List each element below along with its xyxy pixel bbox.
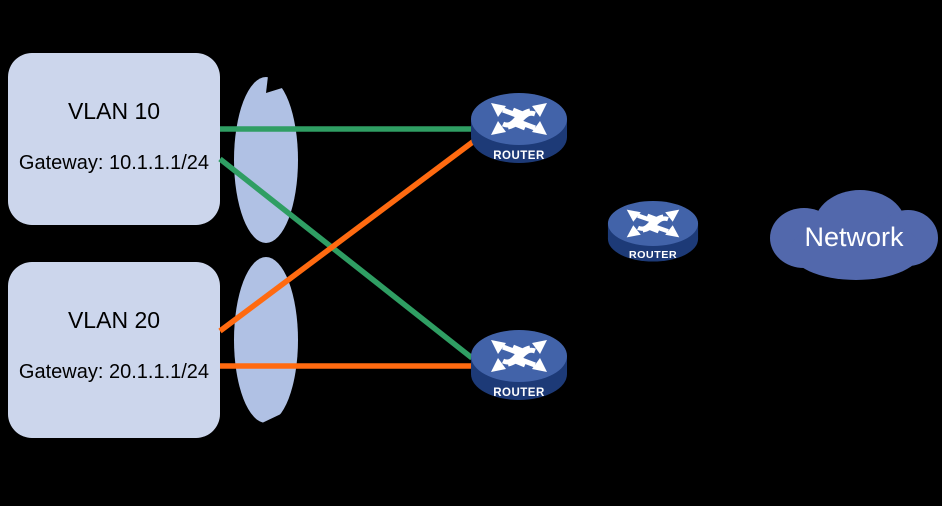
ellipse-arrowhead-top-icon — [266, 76, 295, 93]
router-core: ROUTER — [607, 201, 699, 270]
router-arrows-icon — [637, 213, 669, 234]
router-label: ROUTER — [493, 387, 545, 399]
link-vlan10-bottom-router — [218, 156, 474, 361]
router-arrows-icon — [501, 344, 536, 368]
vlan-10-title: VLAN 10 — [67, 98, 161, 124]
router-icon: ROUTER — [607, 201, 699, 262]
network-cloud-label: Network — [804, 222, 904, 252]
router-top: ROUTER — [470, 93, 568, 172]
router-bottom: ROUTER — [470, 330, 568, 409]
link-group-ellipse-bottom — [234, 257, 298, 423]
vlan-20-gateway: Gateway: 20.1.1.1/24 — [18, 361, 210, 383]
link-vlan20-top-router — [218, 138, 476, 334]
vlan-20-title: VLAN 20 — [67, 307, 161, 333]
network-cloud: Network — [768, 188, 940, 291]
router-label: ROUTER — [493, 150, 545, 162]
cloud-icon: Network — [770, 190, 938, 280]
ellipse-arrowhead-bottom-icon — [262, 413, 283, 428]
router-arrows-icon — [501, 107, 536, 131]
router-label: ROUTER — [629, 250, 677, 261]
router-icon: ROUTER — [471, 330, 567, 400]
vlan-10-box: VLAN 10 Gateway: 10.1.1.1/24 — [8, 53, 220, 225]
vlan-20-box: VLAN 20 Gateway: 20.1.1.1/24 — [8, 262, 220, 438]
router-icon: ROUTER — [471, 93, 567, 163]
vlan-10-gateway: Gateway: 10.1.1.1/24 — [18, 152, 210, 174]
